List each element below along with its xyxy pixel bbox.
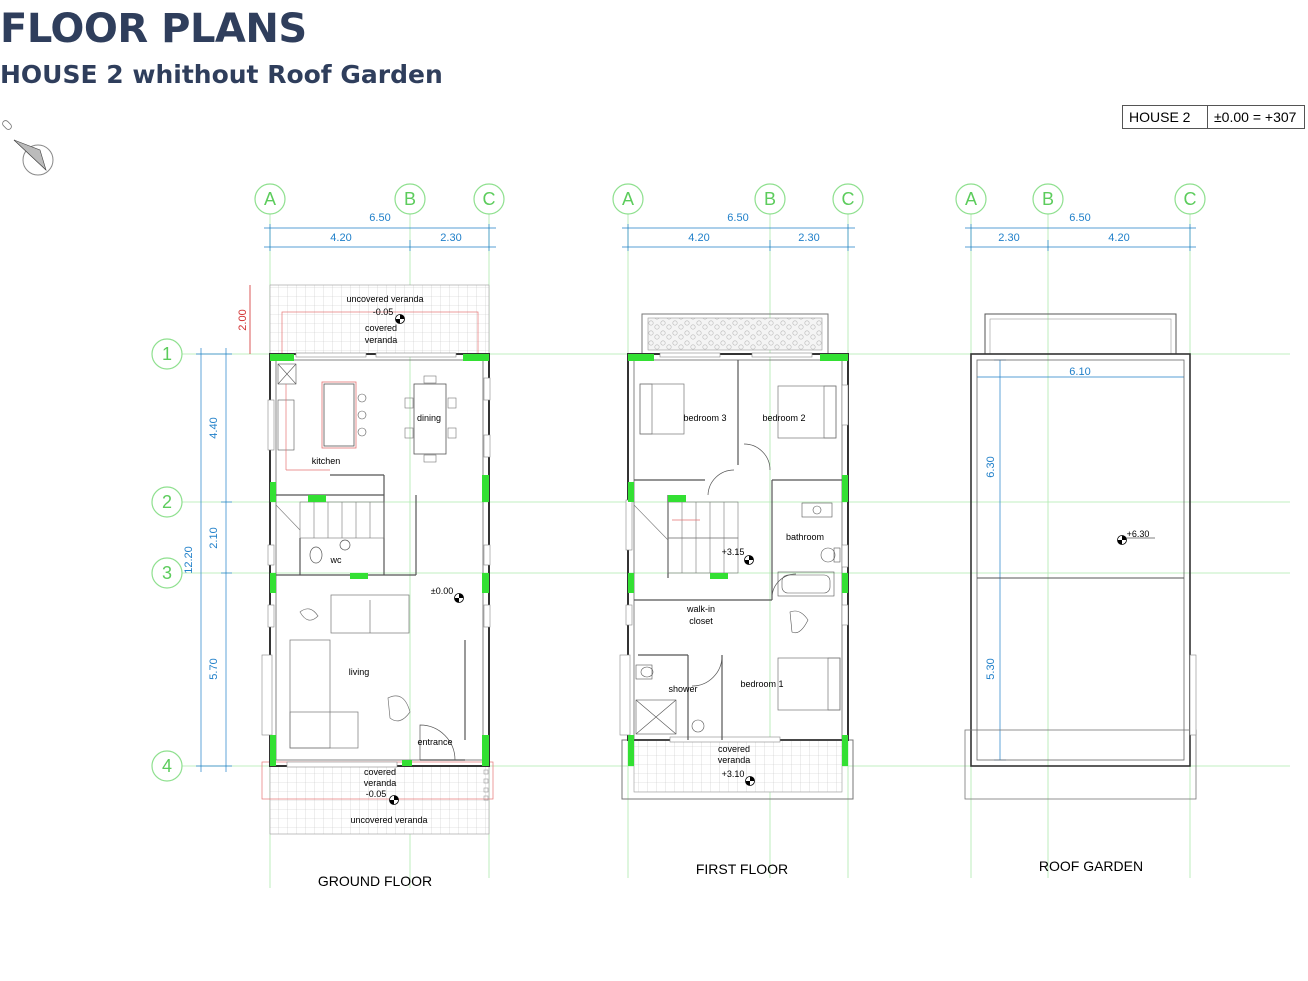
rg-dim-bot: 5.30 xyxy=(985,658,997,679)
grid-label-1: 1 xyxy=(162,344,172,364)
grid-label-a: A xyxy=(264,189,276,209)
gf-dim-bc: 2.30 xyxy=(440,232,461,244)
gf-uncovered-top: uncovered veranda xyxy=(346,294,423,304)
ff-covered: covered xyxy=(718,744,750,754)
ff-shower: shower xyxy=(668,684,697,694)
grid-label-a: A xyxy=(622,189,634,209)
ff-bedroom2: bedroom 2 xyxy=(762,413,805,423)
ff-walkin-2: closet xyxy=(689,616,713,626)
grid-label-2: 2 xyxy=(162,492,172,512)
gf-living: living xyxy=(349,667,370,677)
gf-covered-bot: covered xyxy=(364,767,396,777)
level-marker-icon xyxy=(389,795,399,805)
row-bubbles xyxy=(151,338,183,782)
page-subtitle: HOUSE 2 whithout Roof Garden xyxy=(0,60,443,89)
ff-level-veranda: +3.10 xyxy=(722,769,745,779)
grid-label-4: 4 xyxy=(162,756,172,776)
gf-dim-34: 5.70 xyxy=(208,658,220,679)
gf-uncovered-bot: uncovered veranda xyxy=(350,815,427,825)
column-bubbles xyxy=(254,183,1206,215)
reference-level: ±0.00 = +307 xyxy=(1207,105,1305,129)
ff-dim-ab: 4.20 xyxy=(688,232,709,244)
rg-title: ROOF GARDEN xyxy=(1039,858,1143,874)
grid-label-b: B xyxy=(404,189,416,209)
rg-dim-inner: 6.10 xyxy=(1069,366,1090,378)
gf-wc: wc xyxy=(330,555,342,565)
rg-dim-bc: 4.20 xyxy=(1108,232,1129,244)
gf-covered-bot-2: veranda xyxy=(364,778,397,788)
gf-dim-veranda: 2.00 xyxy=(237,309,249,330)
rg-dim-ab: 2.30 xyxy=(998,232,1019,244)
ff-bedroom3: bedroom 3 xyxy=(683,413,726,423)
ff-bathroom: bathroom xyxy=(786,532,824,542)
reference-house: HOUSE 2 xyxy=(1122,105,1208,129)
gf-level-top: -0.05 xyxy=(373,307,394,317)
reference-table: HOUSE 2 ±0.00 = +307 xyxy=(1122,105,1305,129)
roof-garden-plan: 6.50 2.30 4.20 6.10 6.30 5.30 +6.30 ROOF… xyxy=(964,212,1197,874)
gf-level-main: ±0.00 xyxy=(431,586,453,596)
gf-dim-total: 6.50 xyxy=(369,212,390,224)
rg-dim-top: 6.30 xyxy=(985,456,997,477)
grid-label-a: A xyxy=(965,189,977,209)
gf-covered-top: covered xyxy=(365,323,397,333)
level-marker-icon xyxy=(454,593,464,603)
gf-dim-ab: 4.20 xyxy=(330,232,351,244)
gf-covered-top-2: veranda xyxy=(365,335,398,345)
grid-label-c: C xyxy=(842,189,855,209)
grid-label-c: C xyxy=(483,189,496,209)
page-title: FLOOR PLANS xyxy=(0,6,307,52)
gf-entrance: entrance xyxy=(417,737,452,747)
rg-dim-total: 6.50 xyxy=(1069,212,1090,224)
gf-dim-total-v: 12.20 xyxy=(183,546,195,574)
gf-dining: dining xyxy=(417,413,441,423)
gf-kitchen: kitchen xyxy=(312,456,341,466)
level-marker-icon xyxy=(1117,535,1127,545)
level-marker-icon xyxy=(745,776,755,786)
level-marker-icon xyxy=(744,555,754,565)
grid-label-c: C xyxy=(1184,189,1197,209)
grid-label-b: B xyxy=(1042,189,1054,209)
rg-level: +6.30 xyxy=(1127,529,1150,539)
ground-floor-plan: 6.50 4.20 2.30 2.00 4.40 2.10 5.70 12.20 xyxy=(183,212,496,889)
ff-title: FIRST FLOOR xyxy=(696,861,788,877)
gf-level-bot: -0.05 xyxy=(366,789,387,799)
gf-title: GROUND FLOOR xyxy=(318,873,432,889)
gf-dim-23: 2.10 xyxy=(208,527,220,548)
north-arrow-icon xyxy=(2,120,54,176)
ff-walkin: walk-in xyxy=(686,604,715,614)
grid-label-b: B xyxy=(764,189,776,209)
gf-dim-12: 4.40 xyxy=(208,417,220,438)
ff-bedroom1: bedroom 1 xyxy=(740,679,783,689)
ff-level-stair: +3.15 xyxy=(722,547,745,557)
ff-covered-2: veranda xyxy=(718,755,751,765)
first-floor-plan: 6.50 4.20 2.30 xyxy=(619,212,855,877)
ff-dim-total: 6.50 xyxy=(727,212,748,224)
grid-lines-horizontal xyxy=(182,353,1290,767)
ff-dim-bc: 2.30 xyxy=(798,232,819,244)
grid-label-3: 3 xyxy=(162,563,172,583)
